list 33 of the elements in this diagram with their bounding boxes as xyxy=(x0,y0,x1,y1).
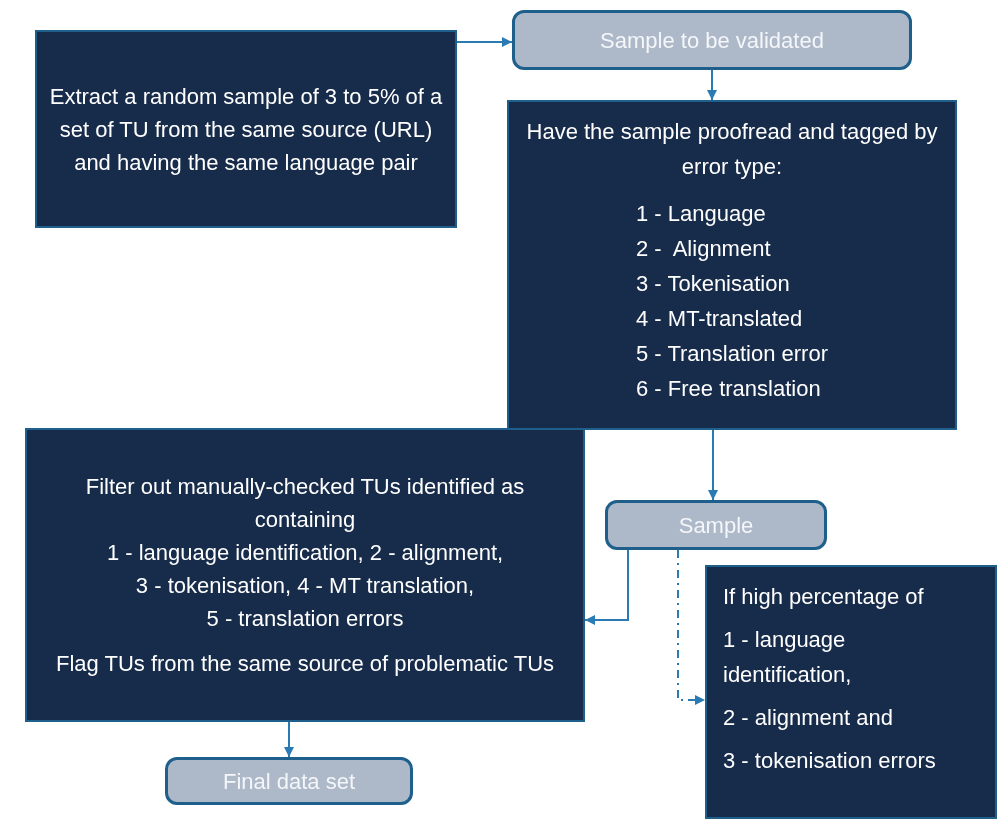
box-text: 5 - translation errors xyxy=(206,605,404,633)
process-box xyxy=(25,428,585,722)
list-item: 5 - Translation error xyxy=(636,340,828,368)
box-text: If high percentage of xyxy=(723,583,924,611)
box-heading: Have the sample proofread and tagged by error type: xyxy=(525,118,939,181)
arrow xyxy=(456,37,513,47)
box-text: Filter out manually-checked TUs identified as containing xyxy=(84,473,526,534)
box-text: 3 - tokenisation, 4 - MT translation, xyxy=(135,572,475,600)
arrow xyxy=(708,429,718,501)
box-text: Sample xyxy=(678,511,754,540)
box-text: Flag TUs from the same source of problematic TUs xyxy=(56,650,554,678)
arrow xyxy=(707,69,717,101)
list-item: 4 - MT-translated xyxy=(636,305,803,333)
rounded-box xyxy=(512,10,912,70)
list-item: 3 - Tokenisation xyxy=(636,270,790,298)
box-text: Extract a random sample of 3 to 5% of a set of TU from the same source (URL) and having the same language pair xyxy=(49,82,443,177)
arrow xyxy=(677,549,706,705)
list-item: 2 - Alignment xyxy=(636,235,771,263)
list-item: 1 - Language xyxy=(636,200,766,228)
list-item: 6 - Free translation xyxy=(636,375,821,403)
box-text: Sample to be validated xyxy=(600,26,824,55)
box-text: 1 - language identification, 2 - alignment, xyxy=(106,539,504,567)
process-box xyxy=(507,100,957,430)
arrow xyxy=(284,721,294,758)
box-text: Final data set xyxy=(222,767,356,796)
box-text: 3 - tokenisation errors xyxy=(723,747,936,775)
box-text: 2 - alignment and xyxy=(723,704,893,732)
box-text: 1 - language identification, xyxy=(723,626,853,689)
process-box xyxy=(35,30,457,228)
rounded-box xyxy=(165,757,413,805)
arrow xyxy=(584,549,629,625)
process-box xyxy=(705,565,997,819)
rounded-box xyxy=(605,500,827,550)
